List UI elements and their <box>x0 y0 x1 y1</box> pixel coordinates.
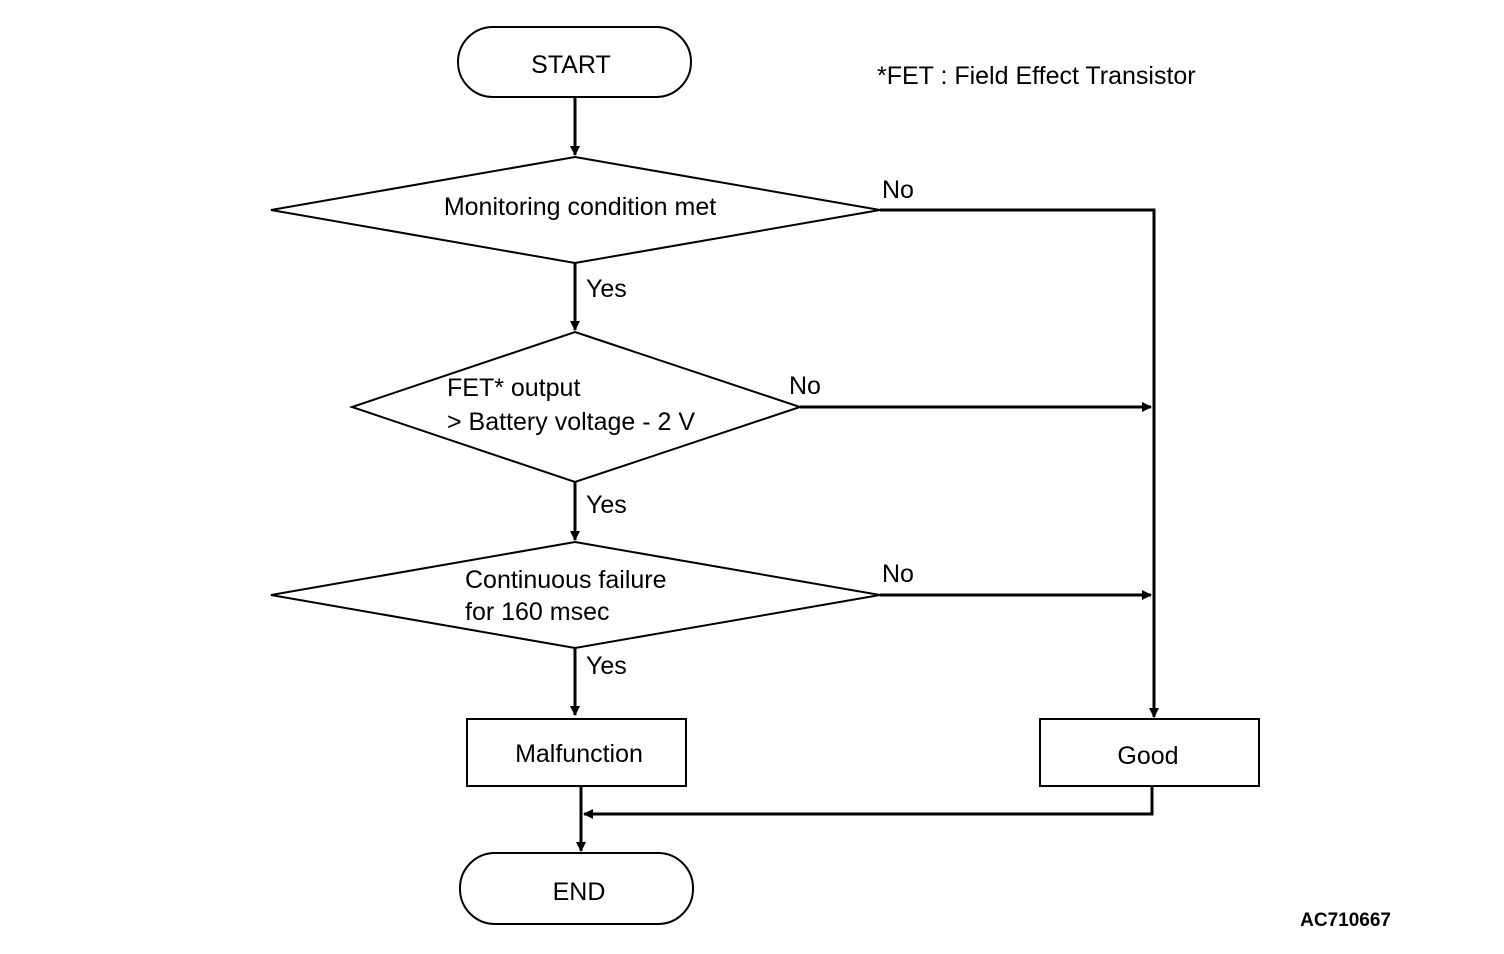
decision2-label-line1: FET* output <box>447 374 580 402</box>
decision3-label-line1: Continuous failure <box>465 566 667 594</box>
decision-continuous-failure <box>270 540 881 650</box>
connector-good-to-end <box>583 786 1154 819</box>
decision3-no-label: No <box>882 560 914 588</box>
decision2-yes-label: Yes <box>586 491 627 519</box>
decision3-label-line2: for 160 msec <box>465 598 610 626</box>
decision2-label-line2: > Battery voltage - 2 V <box>447 408 695 436</box>
decision-fet-output <box>348 330 804 484</box>
decision2-no-label: No <box>789 372 821 400</box>
decision3-yes-label: Yes <box>586 652 627 680</box>
decision1-yes-label: Yes <box>586 275 627 303</box>
figure-id: AC710667 <box>1300 910 1391 931</box>
end-terminal <box>459 852 694 925</box>
malfunction-box <box>466 718 687 787</box>
good-label: Good <box>1117 742 1178 770</box>
decision1-label: Monitoring condition met <box>444 193 716 221</box>
good-box <box>1039 718 1260 787</box>
decision1-no-label: No <box>882 176 914 204</box>
connector-decision1-no <box>880 208 1159 718</box>
end-label: END <box>553 878 606 906</box>
start-label: START <box>531 51 611 79</box>
malfunction-label: Malfunction <box>515 740 643 768</box>
fet-footnote: *FET : Field Effect Transistor <box>877 62 1196 90</box>
